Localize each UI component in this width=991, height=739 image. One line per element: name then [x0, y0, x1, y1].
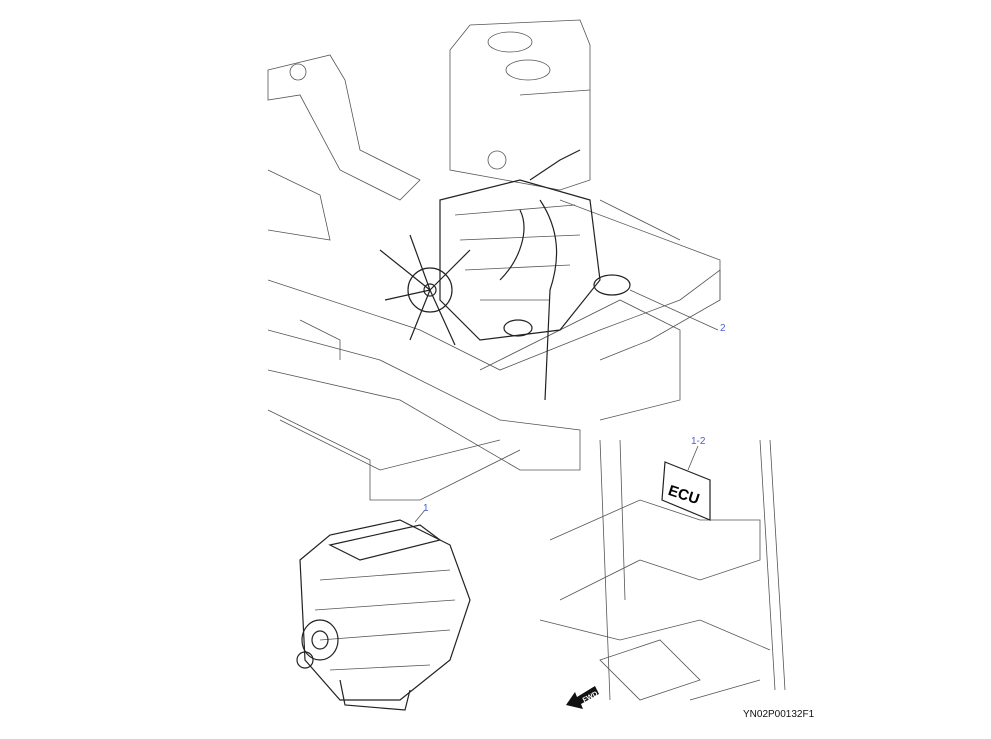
ecu-box	[661, 461, 711, 521]
figure-code: YN02P00132F1	[743, 709, 815, 720]
machine-frame-drawing	[267, 54, 721, 501]
callout-1-2: 1-2	[691, 436, 706, 447]
hydraulic-tank-drawing	[449, 19, 591, 191]
installed-engine-drawing	[379, 149, 719, 401]
forward-arrow-icon: FWD	[566, 686, 599, 709]
engine-assembly-drawing	[296, 509, 471, 711]
ecu-inset-drawing: ECU	[539, 439, 786, 701]
callout-1: 1	[423, 503, 429, 514]
callout-2: 2	[720, 323, 726, 334]
